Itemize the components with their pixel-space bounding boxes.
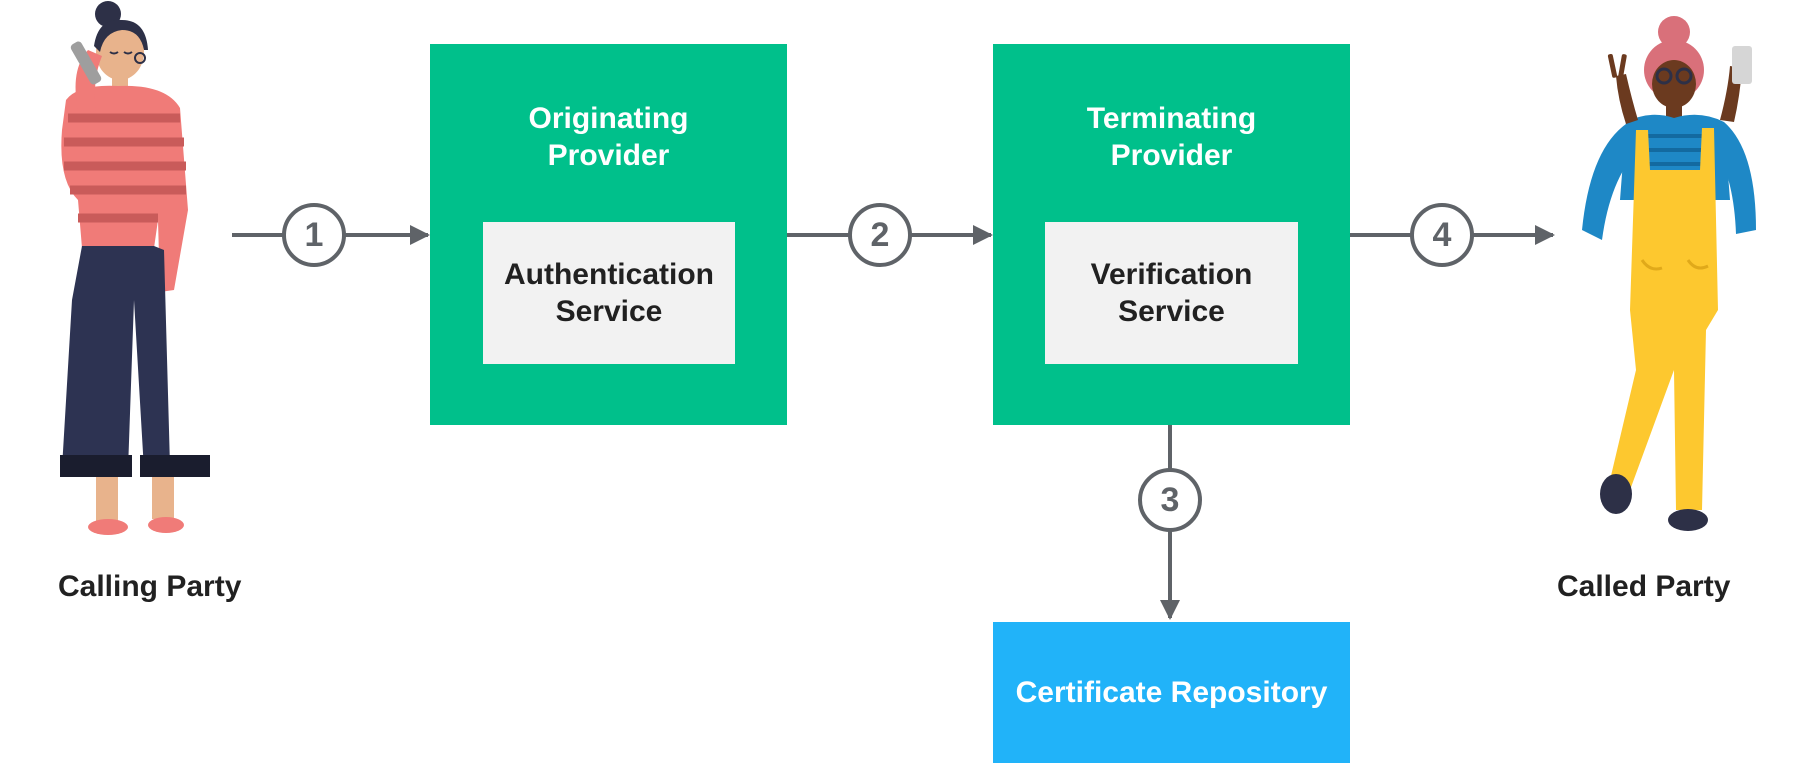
calling-party-illustration (60, 1, 210, 535)
step-4-circle: 4 (1410, 203, 1474, 267)
called-party-label: Called Party (1557, 570, 1731, 603)
step-3-circle: 3 (1138, 468, 1202, 532)
authentication-service-box: Authentication Service (483, 222, 735, 364)
certificate-repository-box: Certificate Repository (993, 622, 1350, 763)
terminating-provider-box: Terminating Provider Verification Servic… (993, 44, 1350, 425)
step-2-circle: 2 (848, 203, 912, 267)
called-party-illustration (1582, 16, 1756, 531)
originating-provider-box: Originating Provider Authentication Serv… (430, 44, 787, 425)
calling-party-label: Calling Party (58, 570, 242, 603)
terminating-provider-title: Terminating Provider (1086, 102, 1257, 172)
step-1-circle: 1 (282, 203, 346, 267)
originating-provider-title: Originating Provider (528, 102, 689, 172)
verification-service-box: Verification Service (1045, 222, 1298, 364)
